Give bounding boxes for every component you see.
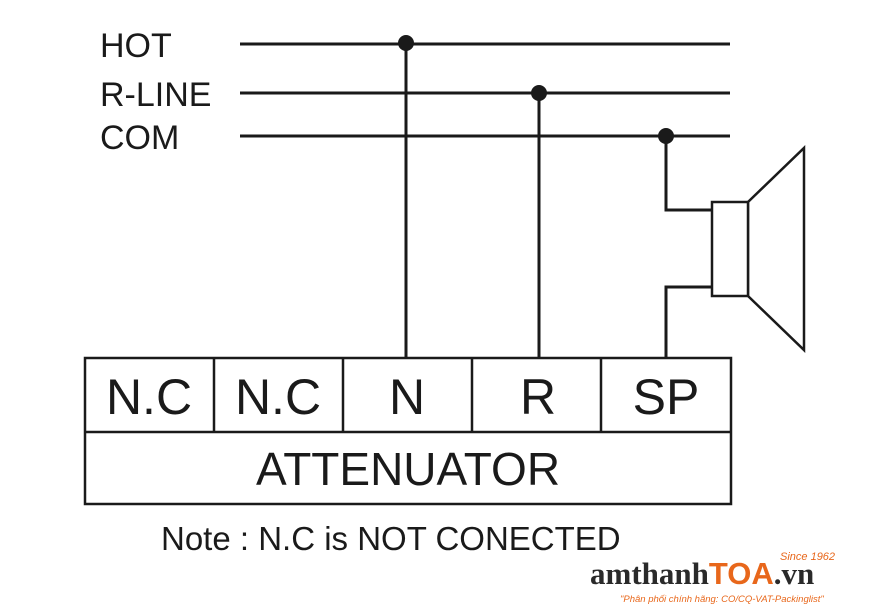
watermark-brand-main: TOA bbox=[709, 556, 774, 591]
wire-speaker-to-sp bbox=[664, 285, 712, 358]
terminal-label-nc-2: N.C bbox=[235, 369, 321, 425]
terminal-label-r: R bbox=[520, 369, 556, 425]
attenuator-label: ATTENUATOR bbox=[256, 443, 560, 495]
watermark-brand: amthanhTOA.vn bbox=[590, 556, 814, 591]
watermark-brand-suffix: .vn bbox=[774, 556, 815, 591]
watermark-since: Since 1962 bbox=[780, 551, 835, 563]
terminal-label-sp: SP bbox=[633, 369, 700, 425]
wire-com-to-speaker bbox=[664, 136, 712, 212]
watermark-tagline: "Phân phối chính hãng: CO/CQ-VAT-Packing… bbox=[620, 594, 824, 605]
terminal-label-nc-1: N.C bbox=[106, 369, 192, 425]
watermark-logo: Since 1962 amthanhTOA.vn "Phân phối chín… bbox=[590, 551, 835, 605]
label-com: COM bbox=[100, 119, 179, 157]
label-r-line: R-LINE bbox=[100, 76, 211, 114]
speaker-magnet-icon bbox=[710, 200, 750, 298]
note-text: Note : N.C is NOT CONECTED bbox=[161, 520, 621, 557]
watermark-brand-prefix: amthanh bbox=[590, 556, 709, 591]
terminal-label-n: N bbox=[389, 369, 425, 425]
speaker-cone-icon bbox=[746, 145, 806, 353]
label-hot: HOT bbox=[100, 27, 172, 65]
